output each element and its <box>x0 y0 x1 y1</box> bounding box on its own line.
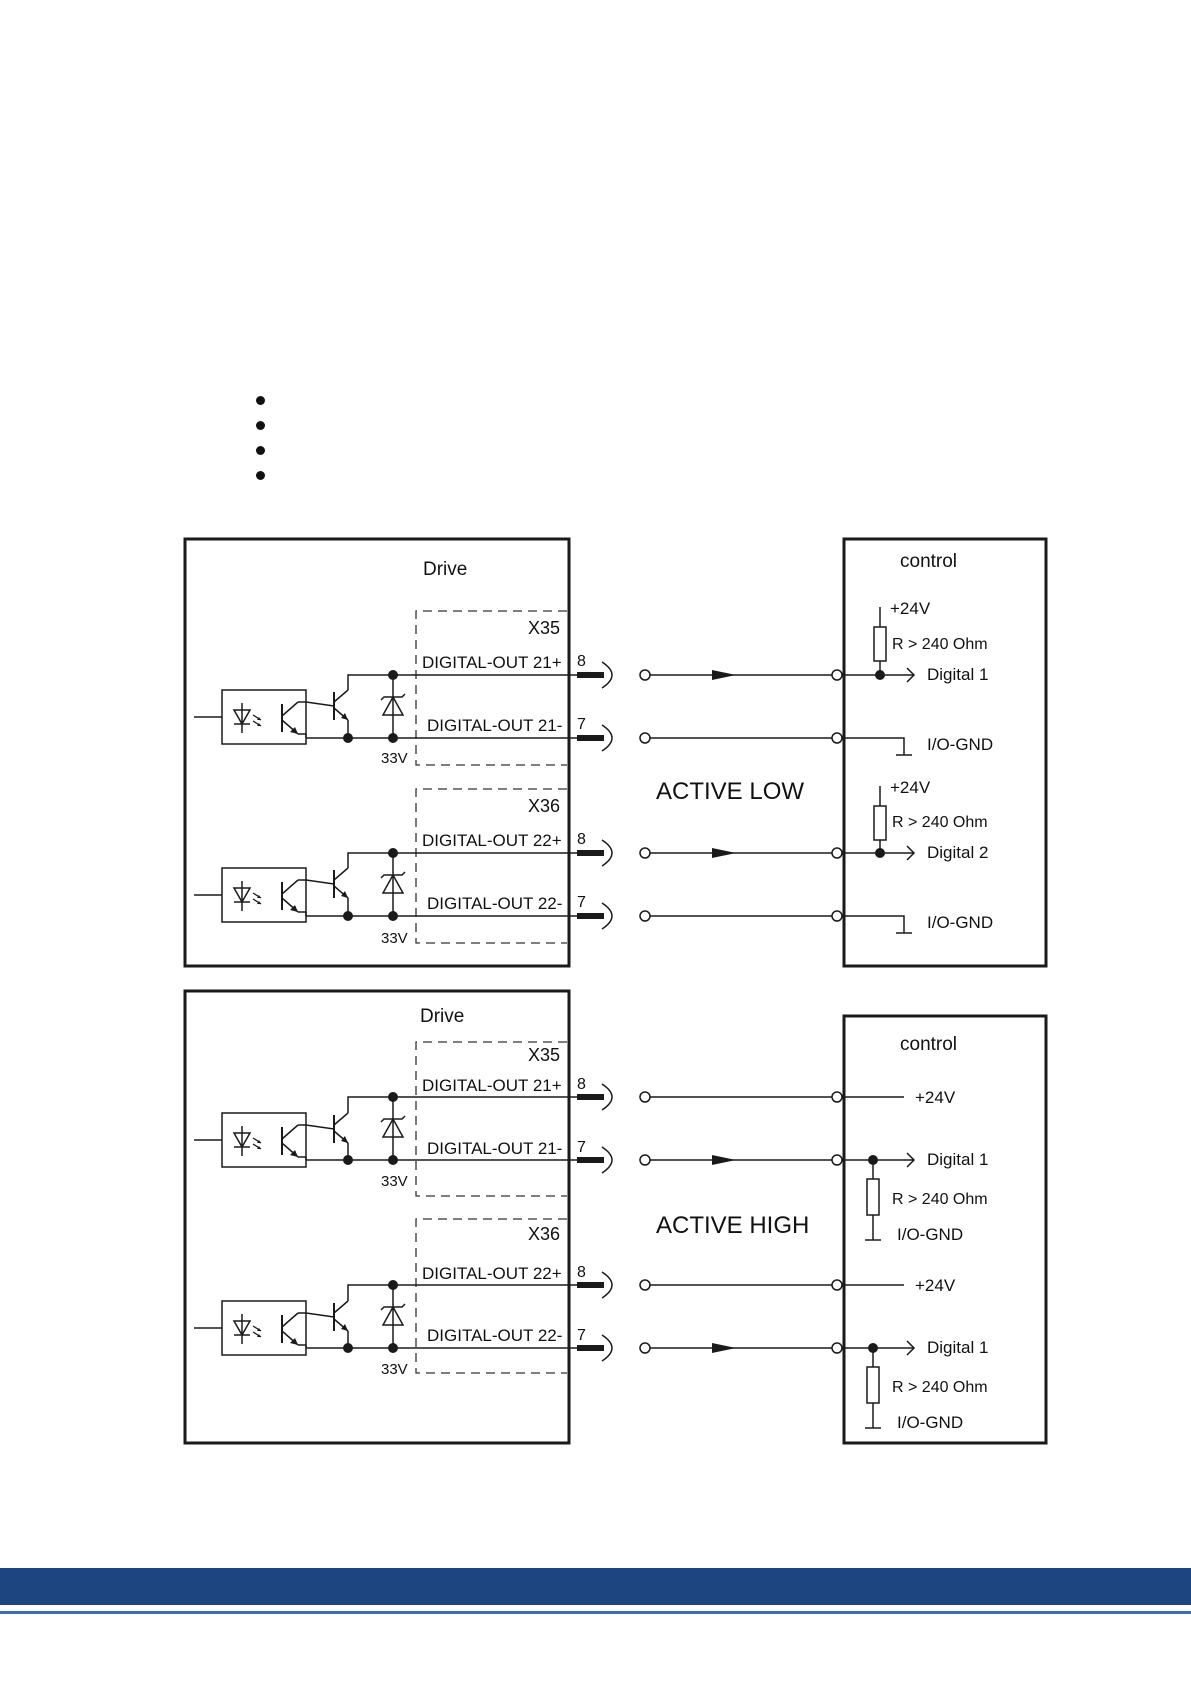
digital1-label: Digital 1 <box>927 1150 988 1169</box>
drive-box <box>183 537 571 968</box>
resistor-label: R > 240 Ohm <box>892 1379 988 1396</box>
bullet-marker <box>256 446 265 455</box>
control-box <box>842 537 1048 968</box>
x36-label: X36 <box>528 796 560 816</box>
iognd-label: I/O-GND <box>897 1413 963 1432</box>
control-box <box>842 1014 1048 1445</box>
digital1-label: Digital 1 <box>927 1338 988 1357</box>
drive-title: Drive <box>420 1006 464 1027</box>
x35-label: X35 <box>528 618 560 638</box>
pin-7-label: 7 <box>577 1139 586 1156</box>
bullet-marker <box>256 396 265 405</box>
pin-7-label: 7 <box>577 716 586 733</box>
iognd-label: I/O-GND <box>927 735 993 754</box>
mode-label: ACTIVE LOW <box>656 778 804 805</box>
out21m-label: DIGITAL-OUT 21- <box>427 1139 562 1158</box>
v33-label: 33V <box>381 930 408 947</box>
plus24v-label: +24V <box>890 778 931 797</box>
pin-7-label: 7 <box>577 1327 586 1344</box>
v33-label: 33V <box>381 750 408 767</box>
resistor-label: R > 240 Ohm <box>892 814 988 831</box>
plus24v-label: +24V <box>915 1088 956 1107</box>
out22m-label: DIGITAL-OUT 22- <box>427 894 562 913</box>
out22p-label: DIGITAL-OUT 22+ <box>422 1264 562 1283</box>
digital2-label: Digital 2 <box>927 843 988 862</box>
digital1-label: Digital 1 <box>927 665 988 684</box>
bullet-marker <box>256 421 265 430</box>
active-low-diagram: Drive control ACTIVE LOW X35 DIGITAL-OUT… <box>183 537 1048 968</box>
resistor-label: R > 240 Ohm <box>892 636 988 653</box>
out21p-label: DIGITAL-OUT 21+ <box>422 653 562 672</box>
drive-title: Drive <box>423 559 467 580</box>
out21m-label: DIGITAL-OUT 21- <box>427 716 562 735</box>
pin-8-label: 8 <box>577 831 586 848</box>
x36-label: X36 <box>528 1224 560 1244</box>
active-high-diagram: Drive control ACTIVE HIGH X35 DIGITAL-OU… <box>183 989 1048 1445</box>
iognd-label: I/O-GND <box>927 913 993 932</box>
x35-label: X35 <box>528 1045 560 1065</box>
control-title: control <box>900 551 957 572</box>
out22p-label: DIGITAL-OUT 22+ <box>422 831 562 850</box>
bullet-marker <box>256 471 265 480</box>
v33-label: 33V <box>381 1361 408 1378</box>
control-title: control <box>900 1034 957 1055</box>
plus24v-label: +24V <box>890 599 931 618</box>
pin-8-label: 8 <box>577 1076 586 1093</box>
pin-7-label: 7 <box>577 894 586 911</box>
footer-line <box>0 1611 1191 1614</box>
drive-box <box>183 989 571 1445</box>
footer-band <box>0 1568 1191 1605</box>
out22m-label: DIGITAL-OUT 22- <box>427 1326 562 1345</box>
pin-8-label: 8 <box>577 653 586 670</box>
iognd-label: I/O-GND <box>897 1225 963 1244</box>
plus24v-label: +24V <box>915 1276 956 1295</box>
v33-label: 33V <box>381 1173 408 1190</box>
out21p-label: DIGITAL-OUT 21+ <box>422 1076 562 1095</box>
mode-label: ACTIVE HIGH <box>656 1212 809 1239</box>
pin-8-label: 8 <box>577 1264 586 1281</box>
bullet-list <box>256 396 265 496</box>
resistor-label: R > 240 Ohm <box>892 1191 988 1208</box>
